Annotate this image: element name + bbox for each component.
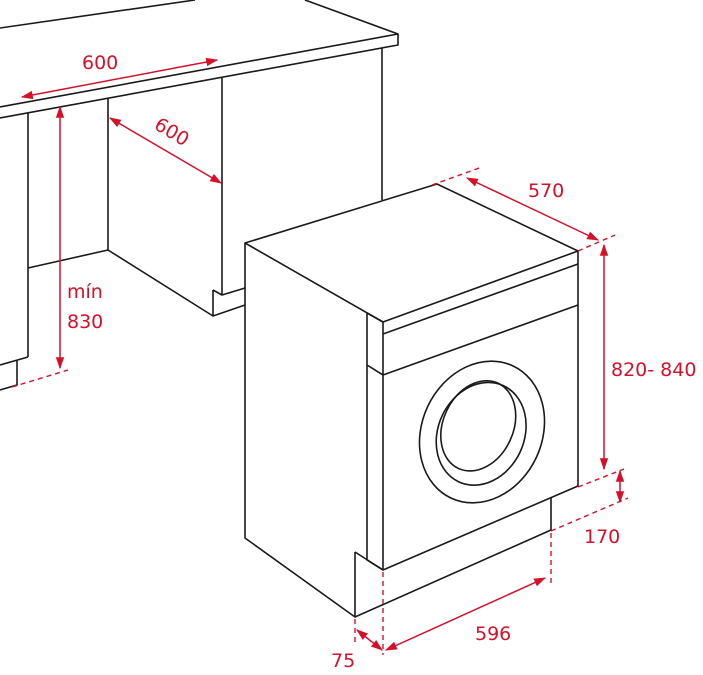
kitchen-cabinet — [0, 0, 399, 391]
dimension-niche-depth: 600 — [108, 113, 223, 184]
dimension-plinth-height: 170 — [550, 469, 629, 548]
label-door-setback: 75 — [331, 650, 355, 672]
dimension-appliance-depth: 570 — [431, 166, 616, 252]
label-appliance-width: 596 — [475, 623, 511, 645]
machine-top — [244, 183, 579, 323]
dimension-niche-height: mín 830 — [11, 105, 103, 388]
cabinet-base-left — [0, 356, 29, 391]
label-plinth-height: 170 — [584, 526, 620, 548]
washing-machine — [244, 183, 579, 618]
dimension-door-setback: 75 — [331, 619, 383, 672]
dimension-appliance-width: 596 — [382, 533, 552, 655]
label-min: mín — [67, 281, 103, 303]
countertop — [0, 0, 399, 119]
dimension-niche-width: 600 — [20, 52, 219, 100]
plinth-notch — [354, 551, 384, 617]
machine-side — [244, 243, 552, 618]
niche-floor — [27, 249, 246, 317]
label-niche-width: 600 — [82, 52, 118, 74]
label-niche-height: 830 — [67, 311, 103, 333]
label-appliance-height: 820- 840 — [611, 359, 696, 381]
label-appliance-depth: 570 — [528, 180, 564, 202]
door-porthole — [418, 360, 546, 504]
cabinet-uprights — [27, 48, 383, 357]
dimension-appliance-height: 820- 840 — [577, 243, 696, 488]
machine-front — [366, 251, 579, 571]
